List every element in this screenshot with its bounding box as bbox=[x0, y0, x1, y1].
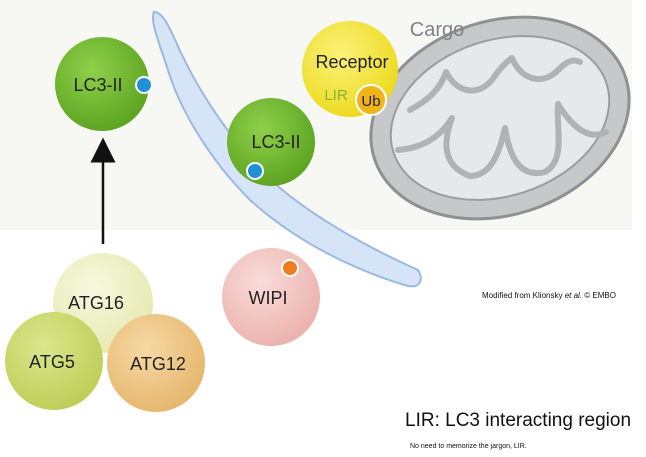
atg16-label: ATG16 bbox=[68, 293, 124, 313]
atg12-label: ATG12 bbox=[130, 354, 186, 374]
ub-label: Ub bbox=[361, 93, 380, 110]
credit-italic: et al. bbox=[564, 291, 583, 300]
atg12-circle bbox=[107, 314, 205, 412]
lir-definition: LIR: LC3 interacting region bbox=[405, 410, 632, 431]
receptor-label: Receptor bbox=[315, 52, 388, 72]
mitochondrion-icon bbox=[369, 15, 631, 221]
wipi-label: WIPI bbox=[249, 288, 288, 308]
ub-circle bbox=[355, 84, 387, 116]
lc3-mid-label: LC3-II bbox=[251, 132, 300, 152]
lir-label: LIR bbox=[324, 87, 348, 104]
lipid-anchor-dot-wipi bbox=[281, 259, 299, 277]
lc3-mid-circle bbox=[227, 98, 315, 186]
atg5-circle bbox=[5, 312, 103, 410]
image-credit: Modified from Klionsky et al. © EMBO bbox=[482, 291, 616, 300]
phagophore-membrane bbox=[152, 10, 422, 288]
lipid-anchor-dot-top bbox=[135, 76, 153, 94]
lipid-anchor-dot-mid bbox=[246, 162, 264, 180]
credit-suffix: © EMBO bbox=[582, 291, 616, 300]
cargo-label: Cargo bbox=[410, 19, 464, 41]
credit-prefix: Modified from Klionsky bbox=[482, 291, 565, 300]
lc3-top-circle bbox=[55, 37, 149, 131]
atg5-label: ATG5 bbox=[29, 352, 75, 372]
footnote: No need to memorize the jargon, LIR. bbox=[410, 443, 527, 450]
lc3-top-label: LC3-II bbox=[73, 75, 122, 95]
